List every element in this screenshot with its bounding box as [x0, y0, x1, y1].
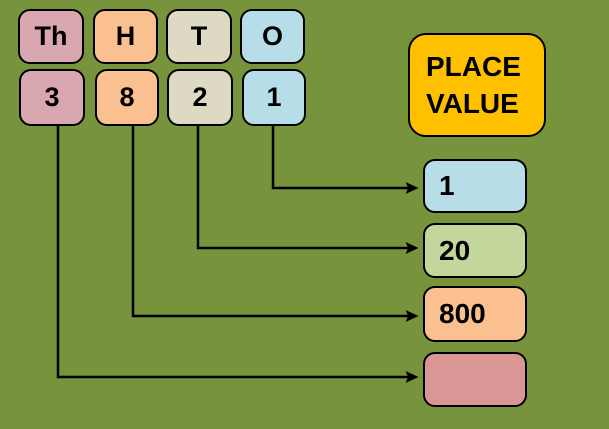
connector-hundreds-arrow [131, 126, 419, 322]
place-value-legend: PLACE VALUE [408, 33, 546, 137]
place-header-tens: T [166, 9, 232, 64]
place-header-hundreds: H [93, 9, 158, 64]
legend-line-2: VALUE [426, 88, 519, 119]
place-header-thousands: Th [18, 9, 84, 64]
value-box-ones: 1 [423, 159, 527, 213]
connector-thousands-arrow [56, 126, 419, 383]
place-header-ones: O [240, 9, 305, 64]
digit-hundreds: 8 [95, 69, 159, 126]
digit-tens: 2 [167, 69, 233, 126]
value-box-hundreds: 800 [423, 286, 527, 342]
connector-tens-arrow [196, 126, 419, 254]
digit-thousands: 3 [19, 69, 85, 126]
connector-ones-arrow [271, 125, 419, 194]
value-box-thousands-empty [423, 352, 527, 407]
digit-ones: 1 [242, 69, 306, 126]
value-box-tens: 20 [423, 223, 527, 278]
legend-line-1: PLACE [426, 51, 521, 82]
